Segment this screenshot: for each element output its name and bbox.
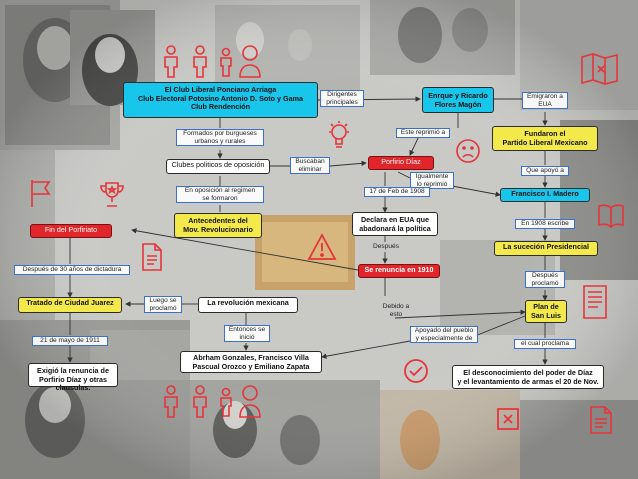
luego-label: Luego se proclamó bbox=[144, 296, 182, 314]
proclama-label: el cual proclama bbox=[514, 339, 576, 349]
despues-proclamo-label: Después proclamó bbox=[525, 271, 565, 289]
mayo-1911-label: 21 de mayo de 1911 bbox=[32, 336, 108, 346]
en-1908-label: En 1908 escribe bbox=[515, 219, 575, 229]
lideres-node[interactable]: Abrham Gonzales, Francisco Villa Pascual… bbox=[180, 351, 322, 373]
desconocimiento-node[interactable]: El desconocimiento del poder de Díaz y e… bbox=[452, 365, 604, 389]
treasure-map-icon bbox=[581, 53, 618, 85]
report-icon bbox=[590, 406, 612, 434]
trophy-icon bbox=[100, 182, 124, 207]
igualmente-label: Igualmente lo reprimió bbox=[410, 172, 454, 190]
en-oposicion-label: En oposición al regimen se formaron bbox=[176, 186, 264, 204]
exigio-node[interactable]: Exigió la renuncia de Porfirio Díaz y ot… bbox=[28, 363, 118, 392]
buscaban-label: Buscaban eliminar bbox=[290, 157, 330, 175]
sucesion-node[interactable]: La suceción Presidencial bbox=[494, 241, 598, 256]
clubes-politicos-node[interactable]: Clubes politicos de oposición bbox=[166, 159, 270, 174]
flag-icon bbox=[31, 180, 51, 207]
porfirio-diaz-node[interactable]: Porfirio Díaz bbox=[368, 156, 434, 170]
revolucion-node[interactable]: La revolución mexicana bbox=[198, 297, 298, 313]
sad-face-icon bbox=[456, 139, 480, 163]
paper-icon bbox=[583, 285, 607, 319]
tratado-node[interactable]: Tratado de Ciudad Juarez bbox=[18, 297, 122, 313]
flores-magon-node[interactable]: Enrque y Ricardo Flores Magón bbox=[422, 87, 494, 113]
emigraron-label: Emigraron a EUA bbox=[522, 92, 568, 110]
renuncia-1910-node[interactable]: Se renuncia en 1910 bbox=[358, 264, 440, 278]
person-icon bbox=[164, 45, 261, 78]
despues-30-label: Después de 30 años de dictadura bbox=[14, 265, 130, 275]
despues-label: Después bbox=[372, 243, 400, 250]
entonces-label: Entonces se inició bbox=[224, 325, 270, 343]
antecedentes-node[interactable]: Antecedentes del Mov. Revolucionario bbox=[174, 213, 262, 238]
document-icon bbox=[142, 243, 162, 271]
warning-icon bbox=[307, 233, 337, 260]
checkmark-icon bbox=[404, 359, 428, 383]
este-reprimio-label: Este reprimió a bbox=[396, 128, 450, 138]
delete-icon bbox=[497, 408, 519, 430]
madero-node[interactable]: Francisco I. Madero bbox=[500, 188, 590, 202]
lightbulb-icon bbox=[329, 121, 349, 148]
declara-eua-node[interactable]: Declara en EUA que abadonará la política bbox=[352, 212, 438, 236]
dirigentes-label: Dirigentes principales bbox=[320, 90, 364, 108]
debido-label: Debido a esto bbox=[382, 303, 410, 318]
plan-san-luis-node[interactable]: Plan de San Luis bbox=[525, 300, 567, 323]
child-icon bbox=[164, 385, 261, 418]
book-icon bbox=[598, 204, 624, 229]
que-apoyo-label: Que apoyó a bbox=[521, 166, 569, 176]
fin-porfiriato-node[interactable]: Fin del Porfiriato bbox=[30, 224, 112, 238]
formados-label: Formados por burgueses urbanos y rurales bbox=[176, 129, 264, 147]
feb-1908-label: 17 de Feb de 1908 bbox=[364, 187, 430, 197]
apoyado-label: Apoyado del pueblo y especialmente de bbox=[410, 326, 478, 344]
club-liberal-node[interactable]: El Club Liberal Ponciano Arriaga Club El… bbox=[123, 82, 318, 118]
partido-liberal-node[interactable]: Fundaron el Partido Liberal Mexicano bbox=[492, 126, 598, 151]
